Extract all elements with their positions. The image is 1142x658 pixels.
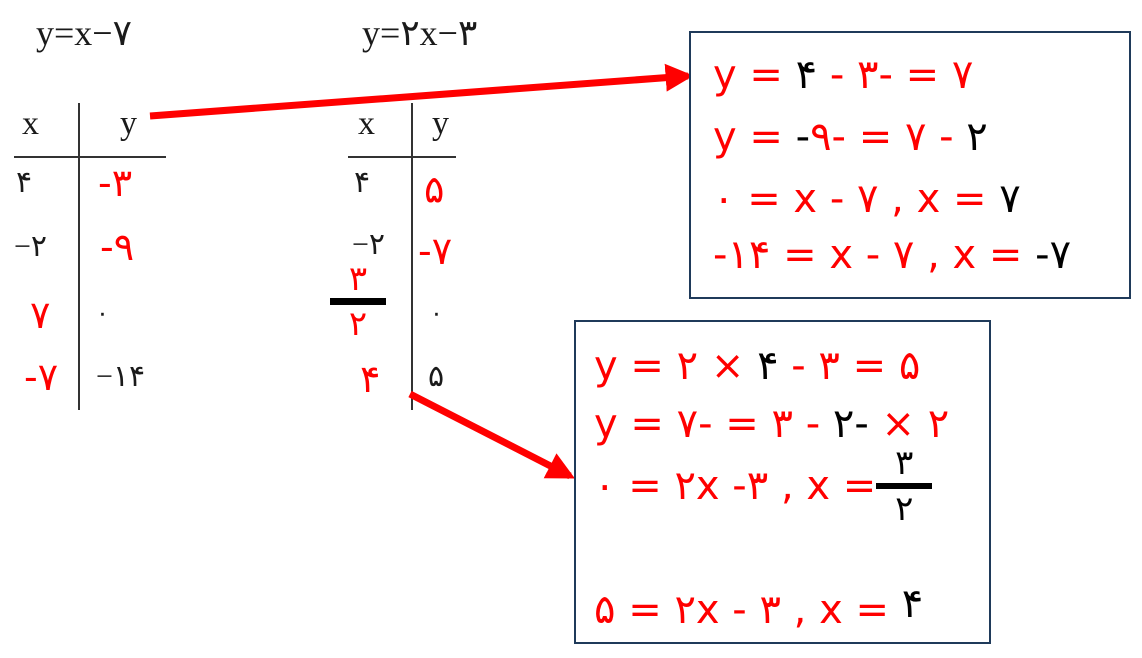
table2-column-divider (411, 103, 413, 410)
arrow-to-box1 (149, 63, 694, 120)
table2-header-y: y (432, 105, 449, 142)
table2-row1-x: ۴ (354, 166, 371, 199)
box2-line3-fraction: ٣ ٢ (876, 443, 933, 529)
solution-box-1: y = ۴ - ٧ = -٣ y = -٢ - ٧ = -٩ ۰ = x - ٧… (689, 31, 1131, 299)
table1-row1-y: -٣ (98, 161, 133, 205)
box2-line1-part: - ٣ = ۵ (778, 343, 921, 389)
box2-line4: ۵ = ٢x - ٣ , x = ۴ (594, 584, 923, 630)
table2-row3-x-denominator: ٢ (348, 304, 368, 344)
box2-line4-part: ۵ = ٢x - ٣ , x = (594, 587, 902, 633)
box2-line2: y = ٢ × -٢ - ٣ = -٧ (594, 404, 949, 444)
table1-row2-x: −٢ (14, 230, 48, 263)
table2-row2-y: -٧ (418, 229, 453, 273)
table1-row2-y: -٩ (100, 225, 135, 269)
box2-fraction-denominator: ٢ (895, 489, 914, 529)
box2-fraction-numerator: ٣ (895, 443, 914, 483)
box1-line4: -١۴ = x - ٧ , x = -٧ (713, 235, 1071, 275)
box1-line2-given: -٢ (795, 114, 988, 160)
table1-row1-x: ۴ (16, 166, 33, 199)
table2-header-rule (348, 156, 456, 158)
table1-header-y: y (120, 105, 137, 142)
box1-line4-given: -٧ (1035, 232, 1072, 278)
box1-line4-part: -١۴ = x - ٧ , x = (713, 232, 1036, 278)
box1-line2-part: y = (713, 114, 796, 160)
table2-header-x: x (358, 105, 375, 142)
box1-line3-part: ۰ = x - ٧ , x = (713, 176, 1000, 222)
box1-line3: ۰ = x - ٧ , x = ٧ (713, 179, 1021, 219)
table2-row1-y: ۵ (424, 167, 445, 211)
box1-line1-given: ۴ (795, 52, 818, 98)
fraction-bar (876, 483, 933, 489)
arrow-to-box2 (408, 390, 575, 480)
table1-column-divider (78, 103, 80, 410)
box2-line1-part: y = ٢ × (594, 343, 758, 389)
table2-row3-y: ۰ (430, 301, 443, 327)
box1-line1: y = ۴ - ٧ = -٣ (713, 55, 973, 95)
table1-header-rule (14, 156, 166, 158)
table1-row3-x: ٧ (30, 293, 51, 337)
box2-line1: y = ٢ × ۴ - ٣ = ۵ (594, 346, 920, 386)
table2-row3-x-fraction: ٣ ٢ (330, 262, 386, 341)
box1-line3-given: ٧ (999, 176, 1021, 222)
table1-row4-x: -٧ (24, 355, 59, 399)
table1-header-x: x (22, 105, 39, 142)
box1-line2-part: - ٧ = -٩ (810, 114, 967, 160)
table2-row2-x: −٢ (352, 228, 386, 261)
box2-line2-given: -٢ (832, 401, 869, 447)
box2-line3-part: ۰ = ٢x -٣ , x = (594, 463, 877, 509)
box2-line1-given: ۴ (757, 343, 779, 389)
box2-line4-given: ۴ (901, 581, 924, 627)
solution-box-2: y = ٢ × ۴ - ٣ = ۵ y = ٢ × -٢ - ٣ = -٧ ۰ … (574, 320, 991, 644)
box1-line1-part: - ٧ = -٣ (817, 52, 974, 98)
table2-equation: y=٢x−٣ (362, 13, 478, 53)
box1-line2: y = -٢ - ٧ = -٩ (713, 117, 988, 157)
table2-row4-x: ۴ (360, 357, 381, 401)
box2-line2-part: - ٣ = -٧ (676, 401, 833, 447)
table1-row3-y: ۰ (96, 301, 109, 327)
table2-row3-x-numerator: ٣ (348, 259, 368, 299)
table1-row4-y: −١۴ (96, 360, 146, 393)
fraction-bar (330, 298, 386, 305)
box2-line3: ۰ = ٢x -٣ , x = ٣ ٢ (594, 443, 933, 529)
box2-line2-part: y = ٢ × (594, 401, 950, 447)
table2-row4-y: ۵ (428, 360, 445, 393)
table1-equation: y=x−٧ (36, 13, 132, 53)
box1-line1-part: y = (713, 52, 796, 98)
